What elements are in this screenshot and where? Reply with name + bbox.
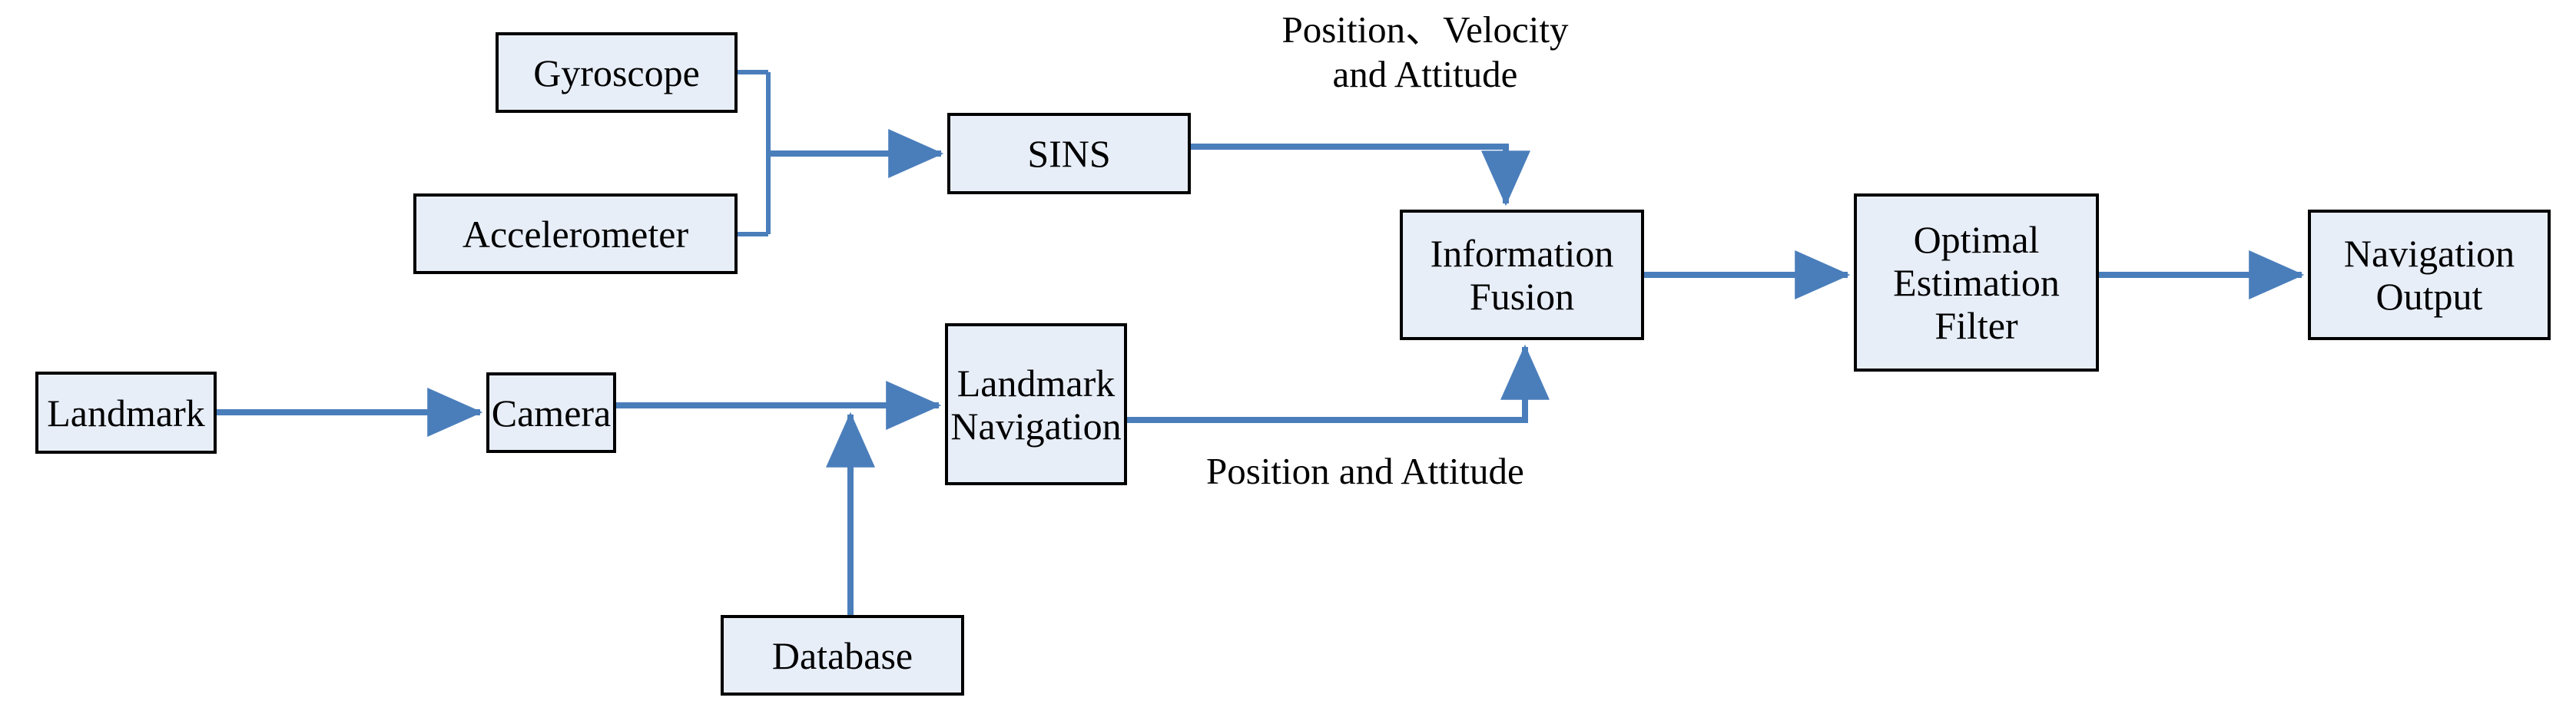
edge-label-landmark-navigation-output: Position and Attitude <box>1206 450 1524 492</box>
node-information-fusion-label: Information Fusion <box>1430 232 1614 318</box>
node-camera-label: Camera <box>491 391 612 435</box>
node-optimal-estimation-filter[interactable]: Optimal Estimation Filter <box>1854 193 2099 372</box>
edge-sins-to-information-fusion <box>1191 144 1530 207</box>
node-landmark-navigation[interactable]: Landmark Navigation <box>945 323 1127 485</box>
node-sins[interactable]: SINS <box>947 113 1191 194</box>
node-information-fusion[interactable]: Information Fusion <box>1400 210 1644 340</box>
node-landmark-label: Landmark <box>47 391 205 435</box>
edge-label-sins-output: Position、Velocity and Attitude <box>1281 8 1569 95</box>
node-database[interactable]: Database <box>721 615 964 696</box>
node-gyroscope[interactable]: Gyroscope <box>496 32 738 113</box>
node-accelerometer-label: Accelerometer <box>462 212 689 256</box>
node-navigation-output[interactable]: Navigation Output <box>2308 210 2551 340</box>
node-sins-label: SINS <box>1027 132 1111 175</box>
node-landmark-navigation-label: Landmark Navigation <box>950 361 1122 448</box>
node-camera[interactable]: Camera <box>486 372 616 453</box>
node-database-label: Database <box>771 633 913 677</box>
node-optimal-estimation-filter-label: Optimal Estimation Filter <box>1893 218 2060 347</box>
edge-imu-to-sins <box>736 70 944 236</box>
edge-landmark-navigation-to-information-fusion <box>1127 344 1550 423</box>
node-accelerometer[interactable]: Accelerometer <box>413 193 738 274</box>
node-navigation-output-label: Navigation Output <box>2343 232 2515 318</box>
node-landmark[interactable]: Landmark <box>35 372 217 454</box>
node-gyroscope-label: Gyroscope <box>533 51 700 94</box>
